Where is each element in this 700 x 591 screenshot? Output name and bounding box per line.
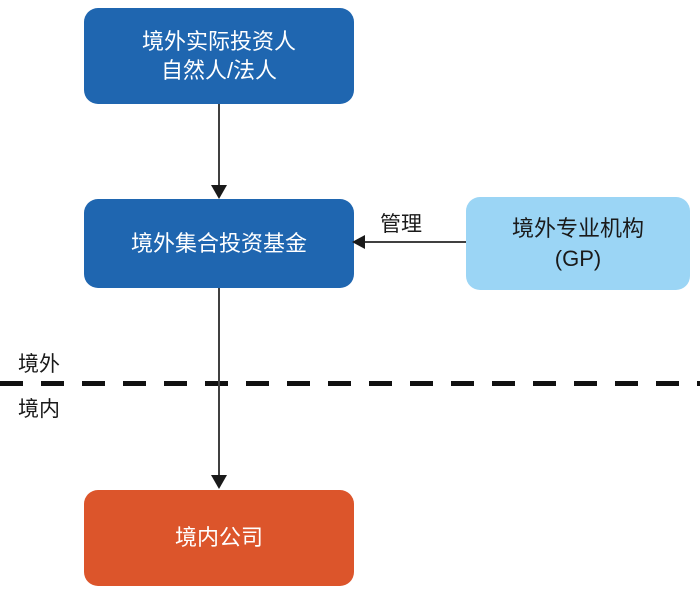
node-offshore-gp-line-1: 境外专业机构 [511, 216, 644, 242]
edge-label-manage: 管理 [380, 213, 422, 236]
connector-fund-to-domestic [218, 288, 220, 475]
arrowhead-left-icon-gp-to-fund [352, 235, 365, 249]
connector-investor-to-fund [218, 104, 220, 186]
node-offshore-investor-line-1: 境外实际投资人 [141, 28, 296, 54]
node-offshore-investor[interactable]: 境外实际投资人 自然人/法人 [84, 8, 354, 104]
boundary-label-onshore: 境内 [18, 398, 60, 421]
node-offshore-fund[interactable]: 境外集合投资基金 [84, 199, 354, 288]
node-offshore-investor-line-2: 自然人/法人 [160, 58, 278, 83]
node-offshore-gp[interactable]: 境外专业机构 (GP) [466, 197, 690, 290]
node-offshore-fund-line-1: 境外集合投资基金 [130, 230, 307, 256]
node-domestic-company-line-1: 境内公司 [174, 525, 263, 551]
arrowhead-down-icon-investor-to-fund [211, 185, 227, 199]
arrowhead-down-icon-fund-to-domestic [211, 475, 227, 489]
boundary-label-offshore: 境外 [18, 353, 60, 376]
connector-gp-to-fund [362, 241, 466, 243]
node-domestic-company[interactable]: 境内公司 [84, 490, 354, 586]
boundary-dashed-line [0, 381, 700, 386]
node-offshore-gp-line-2: (GP) [554, 245, 602, 271]
